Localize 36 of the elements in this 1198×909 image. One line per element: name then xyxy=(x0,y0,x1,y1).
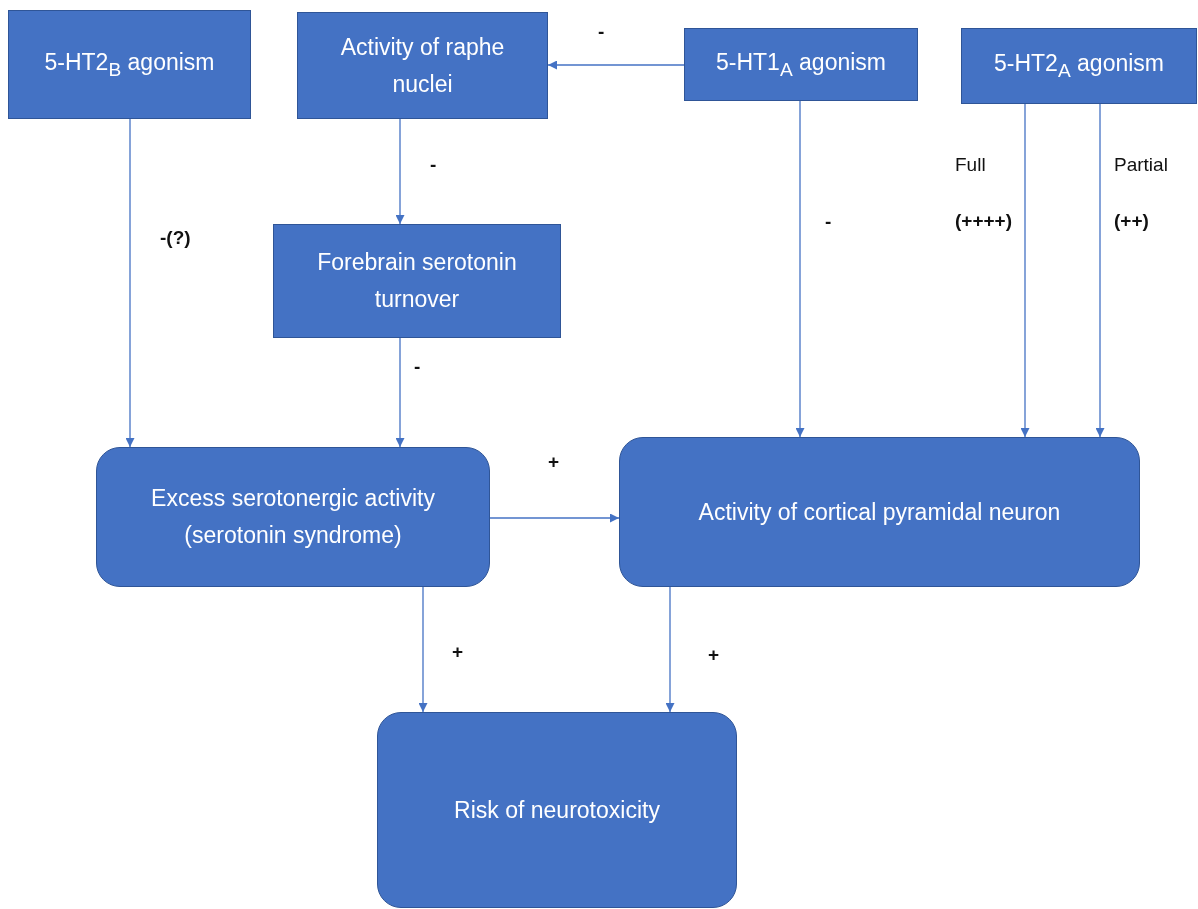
rounded-process-box xyxy=(619,437,1140,587)
edge-label: -(?) xyxy=(160,226,192,250)
edge-label: Partial (++) xyxy=(1114,153,1169,233)
arrow xyxy=(665,586,675,713)
edge-label: - xyxy=(414,355,422,379)
arrow xyxy=(395,118,405,225)
edge-label: + xyxy=(708,643,721,667)
process-box xyxy=(273,224,561,338)
edge-label: - xyxy=(598,20,606,44)
arrow xyxy=(125,118,135,448)
process-box xyxy=(961,28,1197,104)
rounded-process-box xyxy=(377,712,737,908)
node-label: 5-HT1$_{A}$ agonism xyxy=(716,47,886,82)
process-box xyxy=(684,28,918,101)
node-label: 5-HT2$_{A}$ agonism xyxy=(994,49,1164,83)
node-label: Excess serotonergic activity (serotonin syndrome) xyxy=(150,484,436,550)
node-label: Risk of neurotoxicity xyxy=(454,795,660,825)
edge-label: - xyxy=(825,210,833,234)
edge-label: Full (++++) xyxy=(955,153,1014,233)
node-label: 5-HT2$_{B}$ agonism xyxy=(44,47,215,82)
arrow xyxy=(489,513,620,523)
rounded-process-box xyxy=(96,447,490,587)
process-box xyxy=(297,12,548,119)
edge-label: + xyxy=(452,640,465,664)
arrow xyxy=(395,337,405,448)
arrow xyxy=(1020,103,1030,438)
arrow xyxy=(547,60,685,70)
edge-label: + xyxy=(548,450,561,474)
arrow xyxy=(795,100,805,438)
arrow xyxy=(418,586,428,713)
arrow xyxy=(1095,103,1105,438)
node-label: Activity of cortical pyramidal neuron xyxy=(698,497,1061,527)
node-label: Activity of raphe nuclei xyxy=(339,32,506,99)
process-box xyxy=(8,10,251,119)
node-label: Forebrain serotonin turnover xyxy=(316,248,518,314)
edge-label: - xyxy=(430,153,438,177)
